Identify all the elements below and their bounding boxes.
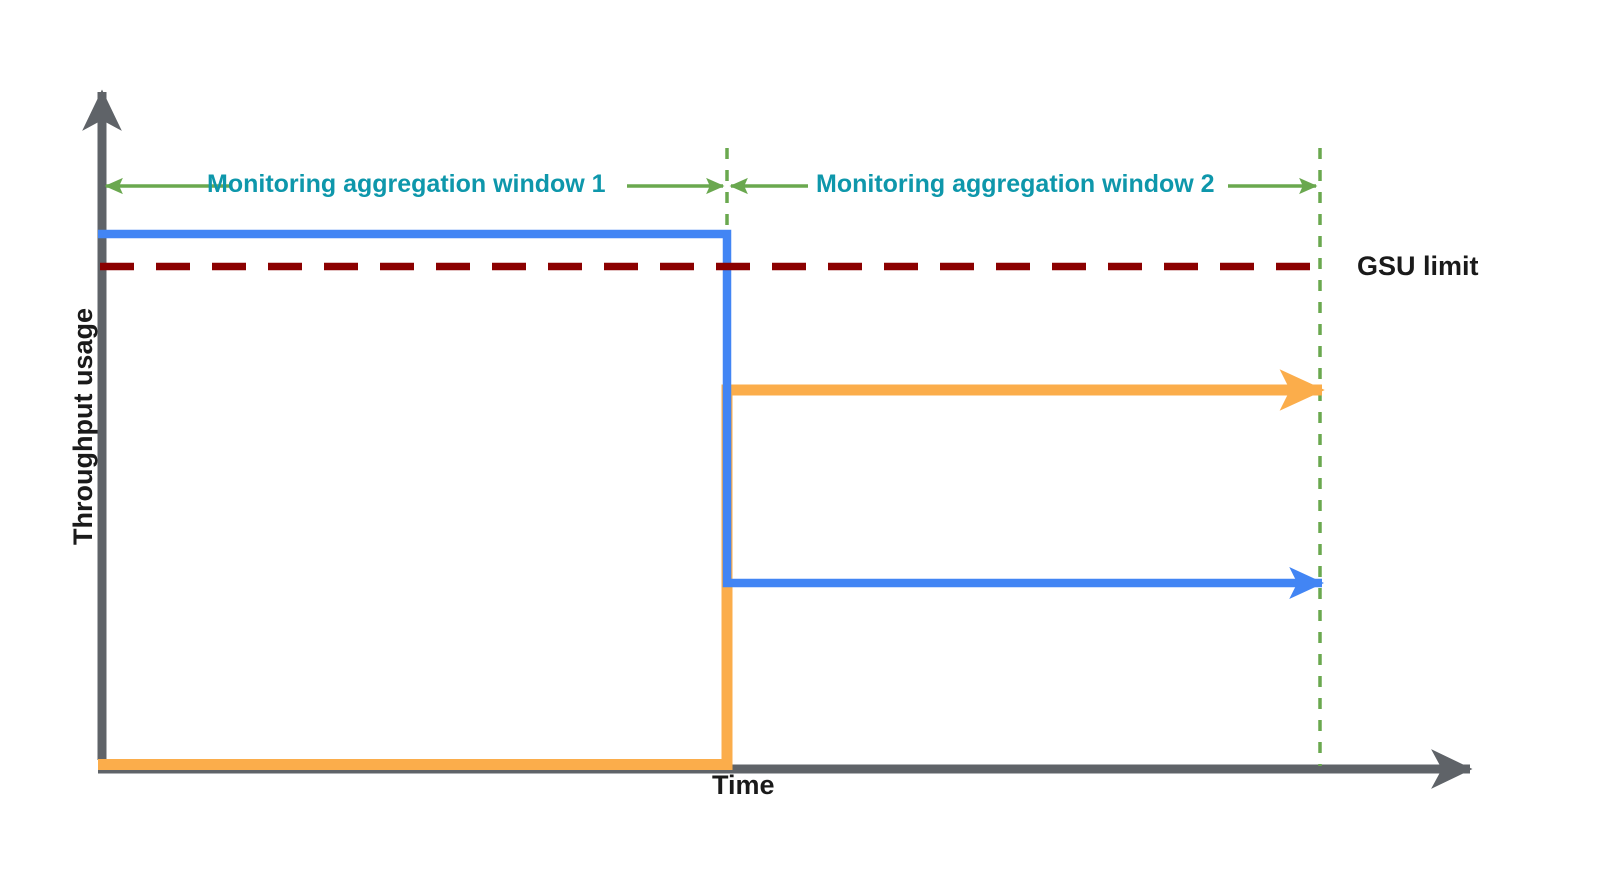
blue-step-line	[98, 229, 1325, 600]
window-divider-group	[725, 148, 1322, 766]
orange-step-line	[98, 369, 1325, 770]
monitoring-aggregation-window-1-label: Monitoring aggregation window 1	[207, 170, 606, 198]
gsu-limit-label: GSU limit	[1357, 251, 1479, 281]
monitoring-aggregation-window-2-label: Monitoring aggregation window 2	[816, 170, 1215, 198]
blue-series-path	[98, 229, 1325, 600]
orange-series-path	[98, 369, 1325, 770]
x-axis-label: Time	[712, 770, 775, 800]
y-axis-label: Throughput usage	[68, 308, 98, 545]
